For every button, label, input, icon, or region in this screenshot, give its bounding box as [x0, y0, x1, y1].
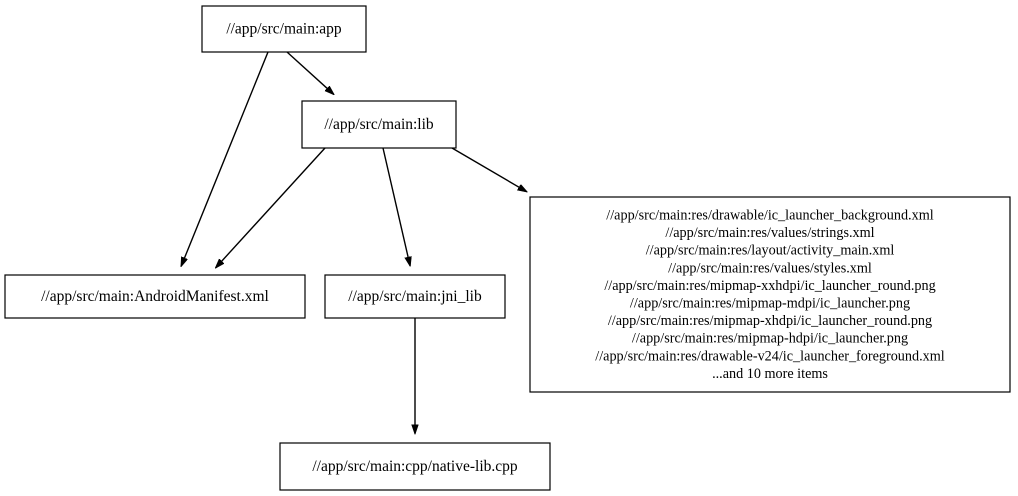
node-box-manifest: [4, 274, 306, 319]
resource-cluster-line: //app/src/main:res/mipmap-xhdpi/ic_launc…: [608, 313, 932, 329]
node-label-app: //app/src/main:app: [226, 21, 342, 38]
edge-line: [286, 51, 334, 94]
resource-cluster-line: //app/src/main:res/drawable-v24/ic_launc…: [595, 348, 945, 364]
edge-lib-to-manifest: [216, 147, 326, 268]
node-box-app: [201, 5, 367, 53]
node-box-native_lib: [279, 442, 551, 491]
node-app[interactable]: //app/src/main:app: [201, 5, 367, 53]
edge-line: [382, 147, 410, 266]
edge-line: [216, 147, 326, 268]
resource-cluster-layer: //app/src/main:res/drawable/ic_launcher_…: [529, 196, 1011, 393]
node-manifest[interactable]: //app/src/main:AndroidManifest.xml: [4, 274, 306, 319]
node-native_lib[interactable]: //app/src/main:cpp/native-lib.cpp: [279, 442, 551, 491]
node-lib[interactable]: //app/src/main:lib: [301, 100, 457, 149]
node-label-lib: //app/src/main:lib: [324, 116, 434, 133]
resource-cluster-line: //app/src/main:res/drawable/ic_launcher_…: [606, 208, 933, 224]
node-label-manifest: //app/src/main:AndroidManifest.xml: [41, 288, 269, 305]
resource-cluster-line: //app/src/main:res/layout/activity_main.…: [646, 243, 895, 259]
resource-cluster-line: //app/src/main:res/mipmap-xxhdpi/ic_laun…: [604, 278, 935, 294]
resource-cluster-line: //app/src/main:res/values/styles.xml: [668, 260, 872, 276]
node-label-native_lib: //app/src/main:cpp/native-lib.cpp: [312, 458, 518, 475]
resource-cluster-line: //app/src/main:res/mipmap-hdpi/ic_launch…: [632, 331, 908, 347]
edges-layer: [181, 51, 527, 434]
node-box-jni_lib: [324, 274, 506, 319]
node-res_cluster[interactable]: //app/src/main:res/drawable/ic_launcher_…: [529, 196, 1011, 393]
resource-cluster-line: ...and 10 more items: [712, 366, 828, 382]
resource-cluster-line: //app/src/main:res/mipmap-mdpi/ic_launch…: [630, 296, 910, 312]
edge-lib-to-jni: [382, 147, 410, 266]
nodes-layer: //app/src/main:app //app/src/main:lib //ap…: [4, 5, 551, 491]
edge-app-to-lib: [286, 51, 334, 94]
node-box-lib: [301, 100, 457, 149]
edge-line: [181, 51, 269, 266]
resource-cluster-box: [529, 196, 1011, 393]
node-label-jni_lib: //app/src/main:jni_lib: [348, 288, 482, 305]
edge-lib-to-res: [451, 147, 527, 192]
edge-app-to-manifest: [181, 51, 269, 266]
resource-cluster-line: //app/src/main:res/values/strings.xml: [665, 225, 874, 241]
edge-line: [451, 147, 527, 192]
node-jni_lib[interactable]: //app/src/main:jni_lib: [324, 274, 506, 319]
